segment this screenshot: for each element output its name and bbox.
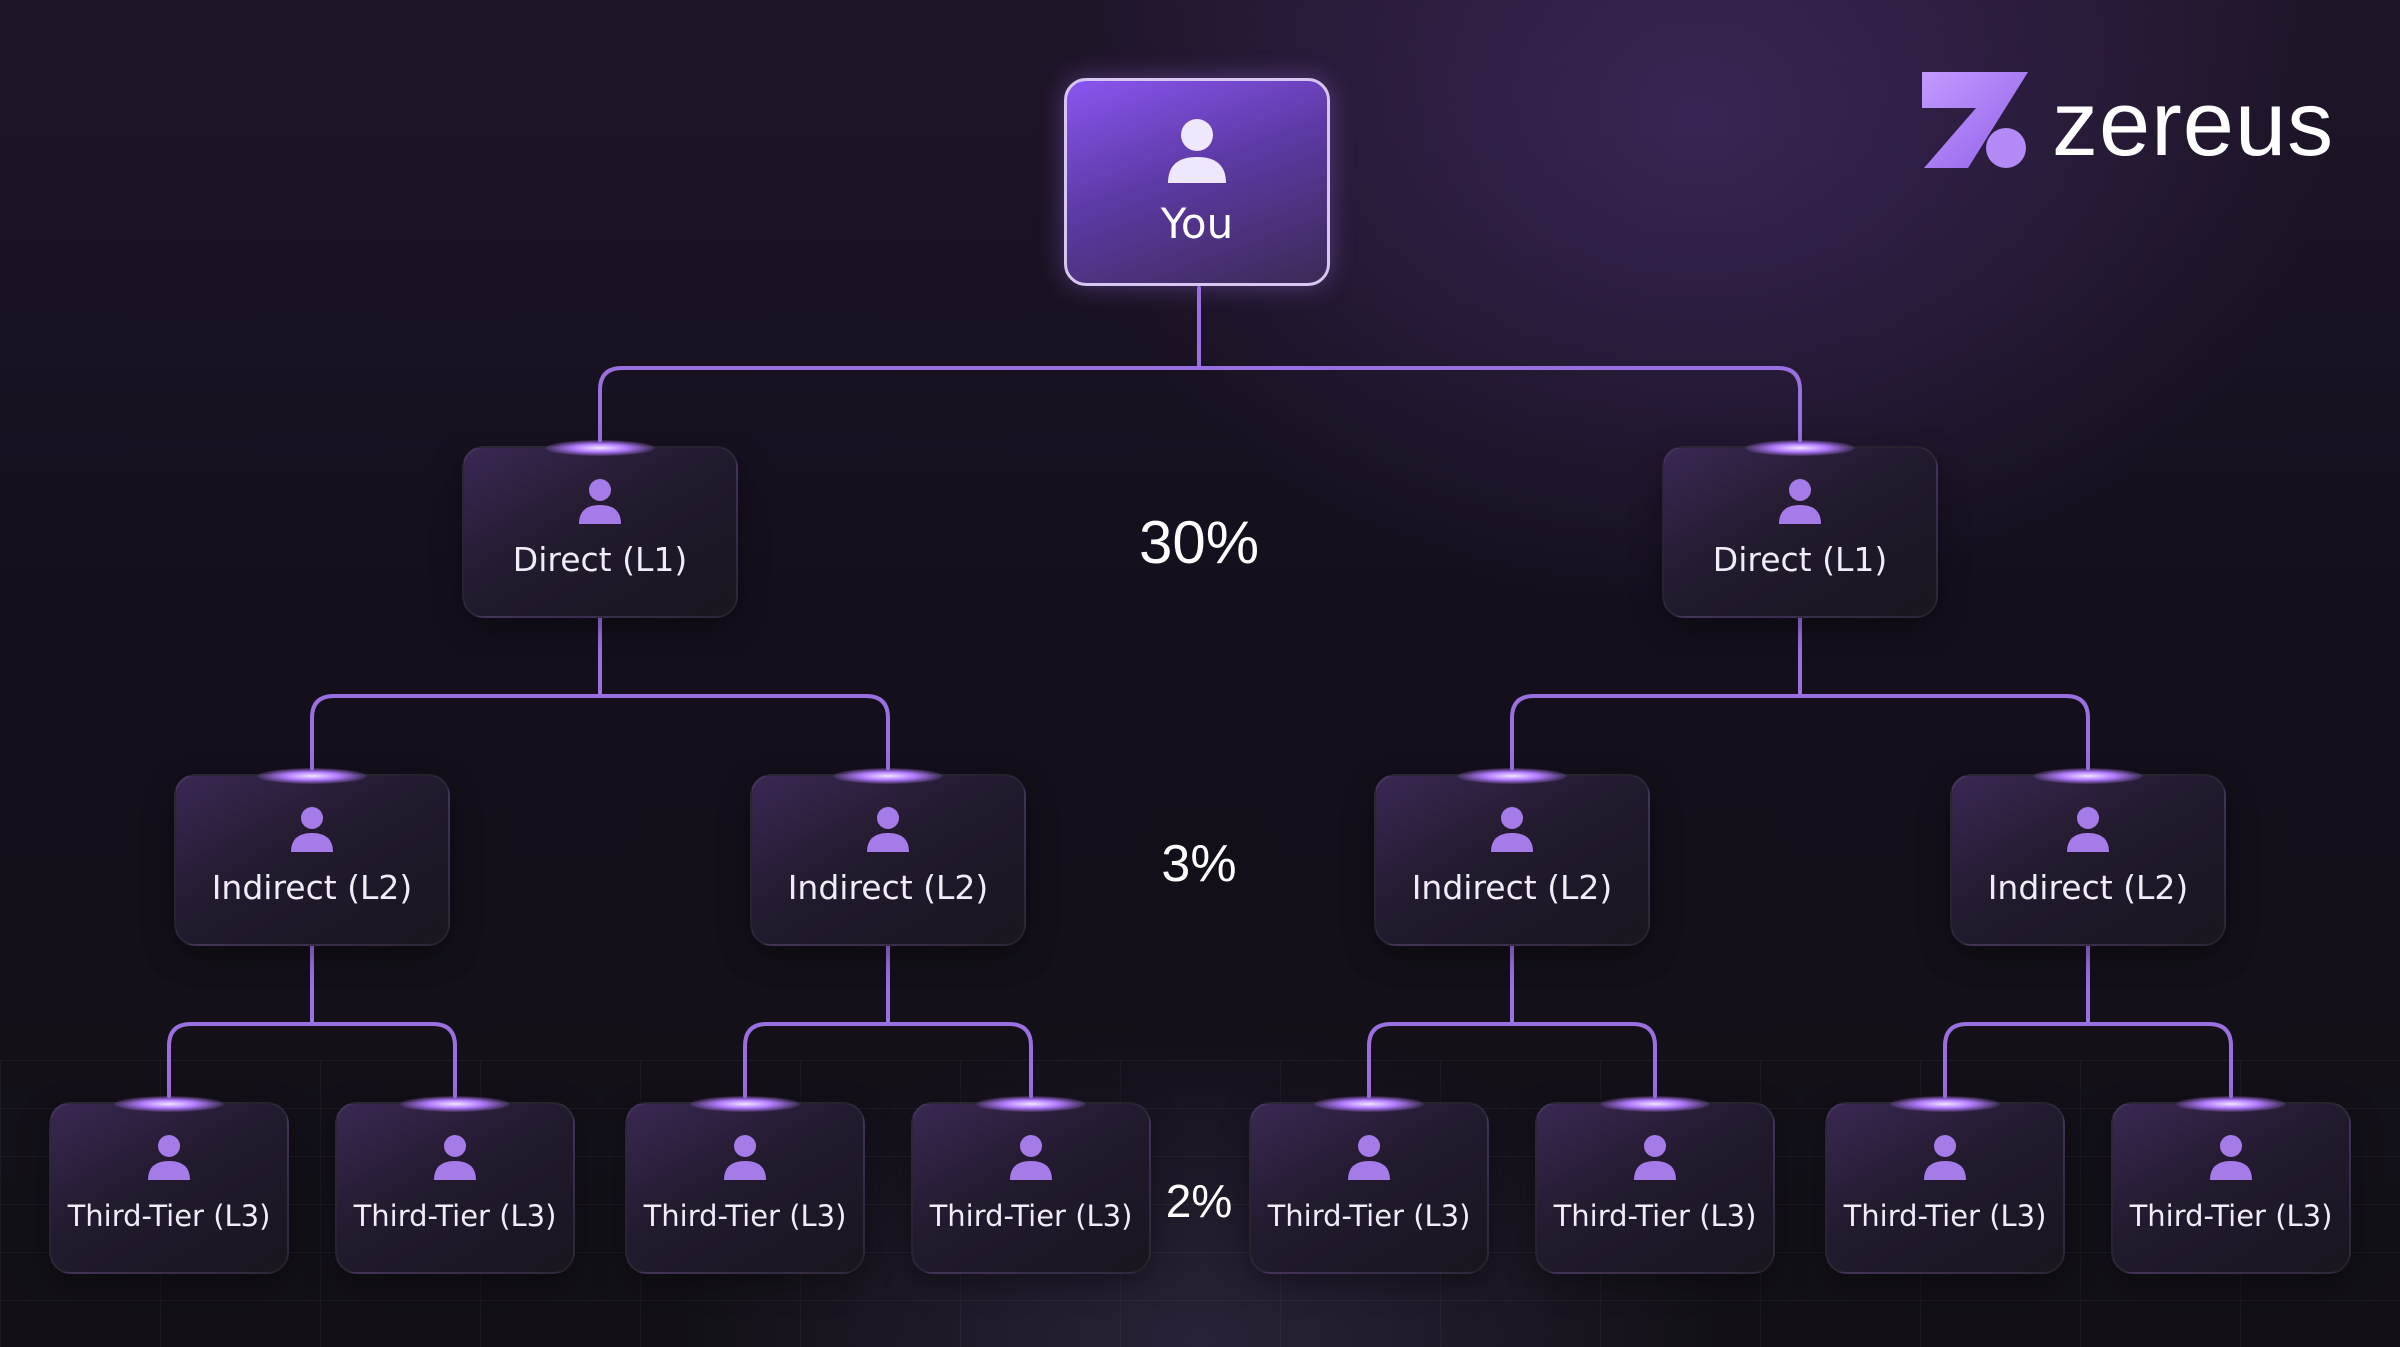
person-icon — [1010, 1135, 1052, 1180]
node-glow — [114, 1096, 224, 1112]
node-glow — [2033, 768, 2143, 784]
person-icon — [148, 1135, 190, 1180]
node-glow — [976, 1096, 1086, 1112]
connector-l3-bar-4 — [1943, 1022, 2233, 1098]
person-icon — [1491, 807, 1533, 852]
node-label: Third-Tier (L3) — [1843, 1199, 2047, 1233]
zereus-logo-mark — [1922, 72, 2028, 168]
level3-percentage: 2% — [1165, 1175, 1233, 1227]
node-glow — [833, 768, 943, 784]
node-label: Direct (L1) — [1712, 540, 1888, 579]
node-third-tier-l3: Third-Tier (L3) — [1535, 1096, 1775, 1274]
node-label: Indirect (L2) — [211, 868, 413, 907]
person-icon — [291, 807, 333, 852]
node-label: Third-Tier (L3) — [2129, 1199, 2333, 1233]
node-label: Indirect (L2) — [1987, 868, 2189, 907]
level1-percentage: 30% — [1138, 509, 1260, 576]
node-glow — [545, 440, 655, 456]
node-glow — [1745, 440, 1855, 456]
node-glow — [1890, 1096, 2000, 1112]
node-indirect-l2: Indirect (L2) — [750, 768, 1026, 946]
node-indirect-l2: Indirect (L2) — [1374, 768, 1650, 946]
node-label: Indirect (L2) — [787, 868, 989, 907]
connector-l3-bar-2 — [743, 1022, 1033, 1098]
node-glow — [400, 1096, 510, 1112]
node-indirect-l2: Indirect (L2) — [174, 768, 450, 946]
node-label: Third-Tier (L3) — [67, 1199, 271, 1233]
node-label: Third-Tier (L3) — [1267, 1199, 1471, 1233]
node-third-tier-l3: Third-Tier (L3) — [1249, 1096, 1489, 1274]
level2-percentage: 3% — [1161, 835, 1237, 893]
person-icon — [1924, 1135, 1966, 1180]
node-third-tier-l3: Third-Tier (L3) — [2111, 1096, 2351, 1274]
person-icon — [434, 1135, 476, 1180]
brand-name: zereus — [2052, 73, 2335, 175]
connector-l1-bar — [598, 366, 1802, 442]
node-label: Third-Tier (L3) — [353, 1199, 557, 1233]
connector-l3-bar-3 — [1367, 1022, 1657, 1098]
node-label: Third-Tier (L3) — [643, 1199, 847, 1233]
node-third-tier-l3: Third-Tier (L3) — [1825, 1096, 2065, 1274]
node-label: Indirect (L2) — [1411, 868, 1613, 907]
person-icon — [867, 807, 909, 852]
connector-l2-bar-right — [1510, 694, 2090, 770]
person-icon — [1348, 1135, 1390, 1180]
connector-l2-bar-left — [310, 694, 890, 770]
root-label: You — [1160, 199, 1234, 248]
node-label: Direct (L1) — [512, 540, 688, 579]
node-third-tier-l3: Third-Tier (L3) — [49, 1096, 289, 1274]
node-direct-l1: Direct (L1) — [1662, 440, 1938, 618]
node-glow — [2176, 1096, 2286, 1112]
node-glow — [257, 768, 367, 784]
zereus-logo: zereus — [1920, 68, 2340, 178]
person-icon — [724, 1135, 766, 1180]
node-direct-l1: Direct (L1) — [462, 440, 738, 618]
node-indirect-l2: Indirect (L2) — [1950, 768, 2226, 946]
person-icon — [2210, 1135, 2252, 1180]
node-third-tier-l3: Third-Tier (L3) — [911, 1096, 1151, 1274]
node-glow — [1600, 1096, 1710, 1112]
person-icon — [579, 479, 621, 524]
node-glow — [1314, 1096, 1424, 1112]
node-third-tier-l3: Third-Tier (L3) — [625, 1096, 865, 1274]
person-icon — [2067, 807, 2109, 852]
person-icon — [1779, 479, 1821, 524]
node-glow — [690, 1096, 800, 1112]
node-glow — [1457, 768, 1567, 784]
node-third-tier-l3: Third-Tier (L3) — [335, 1096, 575, 1274]
root-node-you: You — [1064, 78, 1330, 286]
person-icon — [1168, 119, 1226, 183]
connector-l3-bar-1 — [167, 1022, 457, 1098]
node-label: Third-Tier (L3) — [1553, 1199, 1757, 1233]
node-label: Third-Tier (L3) — [929, 1199, 1133, 1233]
person-icon — [1634, 1135, 1676, 1180]
